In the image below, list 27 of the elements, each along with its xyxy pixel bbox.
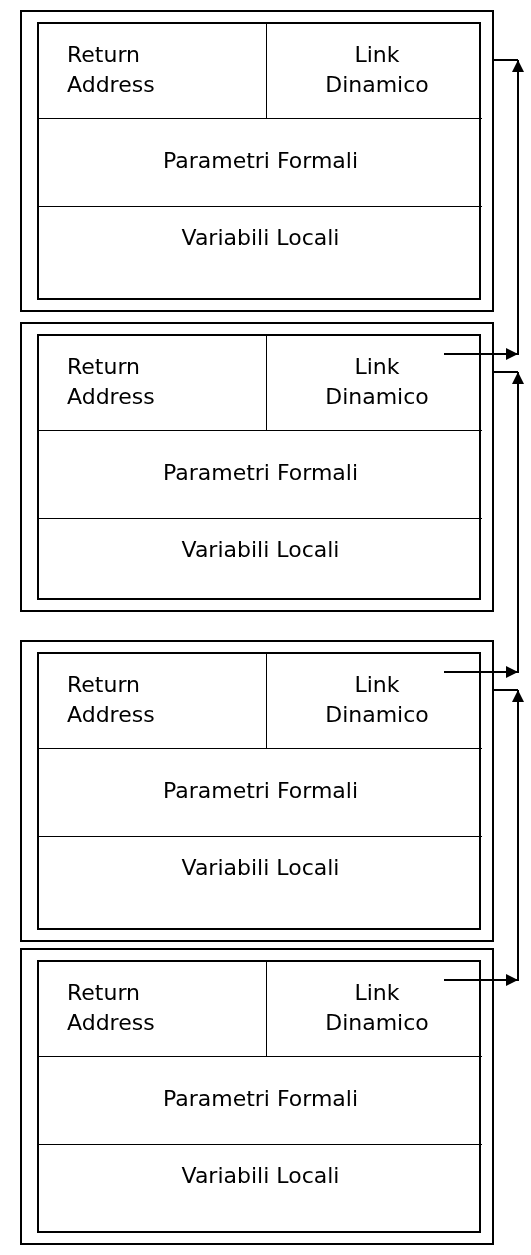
record-frame	[20, 640, 494, 942]
cell-label: Variabili Locali	[180, 854, 341, 882]
cell-label: Return Address	[67, 671, 156, 729]
arrow	[443, 689, 524, 986]
record-cell	[39, 24, 267, 119]
cell-label: Return Address	[67, 41, 156, 99]
cell-label: Parametri Formali	[161, 777, 360, 805]
record-cell	[39, 654, 267, 749]
cell-label: Parametri Formali	[161, 459, 360, 487]
record-cell	[39, 962, 267, 1057]
record-frame	[20, 948, 494, 1245]
cell-label: Link Dinamico	[324, 671, 430, 729]
cell-label: Link Dinamico	[324, 353, 430, 411]
record-frame	[20, 10, 494, 312]
record-cell	[39, 336, 267, 431]
cell-label: Variabili Locali	[180, 1162, 341, 1190]
record-frame	[20, 322, 494, 612]
cell-label: Parametri Formali	[161, 1085, 360, 1113]
cell-label: Variabili Locali	[180, 536, 341, 564]
arrow	[443, 59, 524, 360]
arrow	[443, 371, 524, 678]
cell-label: Variabili Locali	[180, 224, 341, 252]
cell-label: Parametri Formali	[161, 147, 360, 175]
cell-label: Return Address	[67, 979, 156, 1037]
cell-label: Return Address	[67, 353, 156, 411]
cell-label: Link Dinamico	[324, 979, 430, 1037]
cell-label: Link Dinamico	[324, 41, 430, 99]
